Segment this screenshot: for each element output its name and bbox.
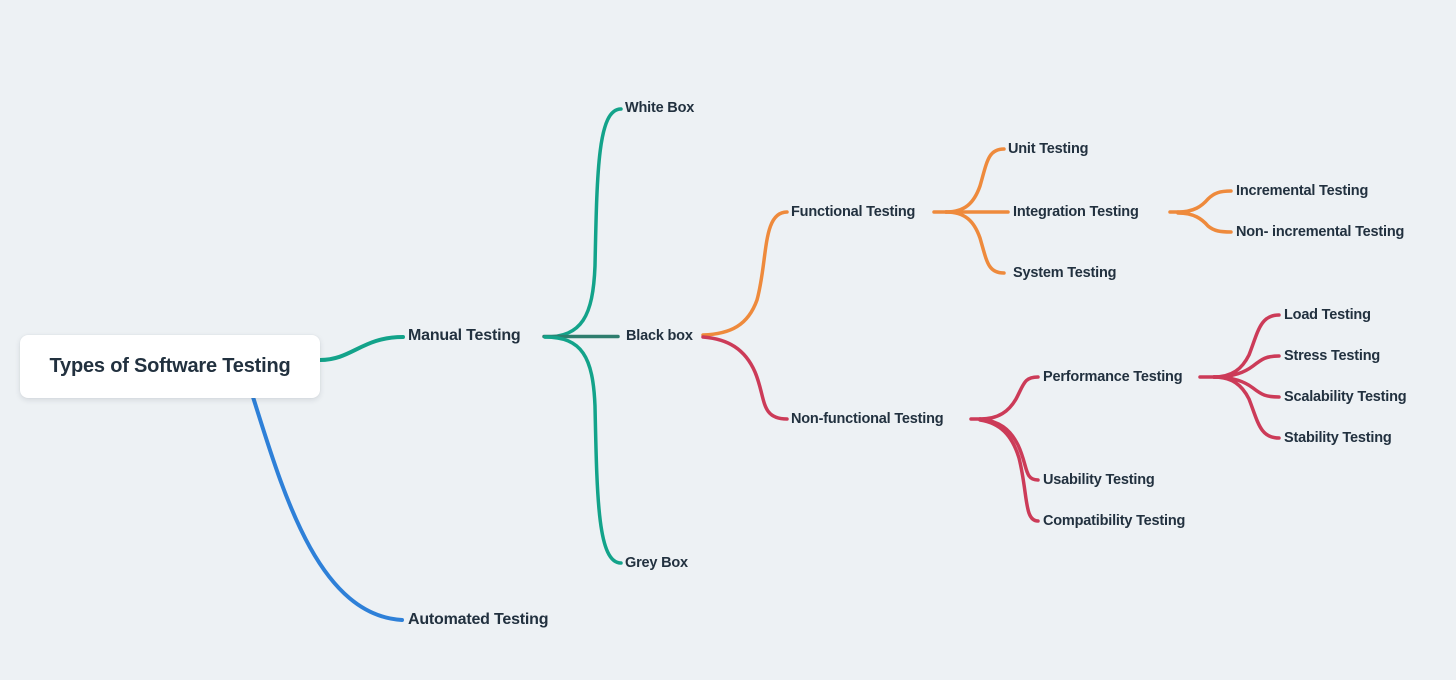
edge-functional-to-unit bbox=[944, 147, 1006, 214]
edge-non-functional-to-compatibility bbox=[978, 418, 1040, 523]
root-node-label: Types of Software Testing bbox=[49, 355, 291, 377]
node-load-testing[interactable]: Load Testing bbox=[1284, 307, 1371, 323]
node-automated-testing[interactable]: Automated Testing bbox=[408, 611, 549, 628]
edge-non-functional-to-performance bbox=[978, 375, 1040, 421]
edge-performance-to-load bbox=[1212, 313, 1281, 379]
node-system-testing[interactable]: System Testing bbox=[1013, 265, 1117, 281]
edge-functional-to-system bbox=[944, 210, 1006, 275]
edge-integration-to-incremental bbox=[1176, 189, 1233, 214]
node-functional-testing[interactable]: Functional Testing bbox=[791, 204, 916, 220]
node-stress-testing[interactable]: Stress Testing bbox=[1284, 348, 1381, 364]
node-black-box[interactable]: Black box bbox=[626, 328, 693, 344]
node-manual-testing[interactable]: Manual Testing bbox=[408, 327, 521, 344]
edge-non-functional-to-usability bbox=[978, 417, 1040, 482]
edge-root-to-automated-testing bbox=[251, 395, 404, 622]
edge-manual-to-grey-box bbox=[543, 335, 623, 565]
node-non-incremental-testing[interactable]: Non- incremental Testing bbox=[1236, 224, 1405, 240]
edge-performance-to-stress bbox=[1212, 354, 1281, 379]
edge-black-box-to-non-functional bbox=[701, 335, 789, 421]
node-usability-testing[interactable]: Usability Testing bbox=[1043, 472, 1155, 488]
node-performance-testing[interactable]: Performance Testing bbox=[1043, 369, 1183, 385]
edge-manual-to-white-box bbox=[543, 107, 623, 339]
edge-integration-to-non-incremental bbox=[1176, 211, 1233, 234]
edge-black-box-to-functional bbox=[701, 210, 789, 337]
node-unit-testing[interactable]: Unit Testing bbox=[1008, 141, 1089, 157]
node-integration-testing[interactable]: Integration Testing bbox=[1013, 204, 1139, 220]
node-stability-testing[interactable]: Stability Testing bbox=[1284, 430, 1392, 446]
edge-performance-to-stability bbox=[1212, 375, 1281, 440]
node-non-functional-testing[interactable]: Non-functional Testing bbox=[791, 411, 944, 427]
node-grey-box[interactable]: Grey Box bbox=[625, 555, 688, 571]
node-compatibility-testing[interactable]: Compatibility Testing bbox=[1043, 513, 1186, 529]
node-incremental-testing[interactable]: Incremental Testing bbox=[1236, 183, 1369, 199]
root-node[interactable]: Types of Software Testing bbox=[20, 335, 320, 398]
node-scalability-testing[interactable]: Scalability Testing bbox=[1284, 389, 1407, 405]
edge-root-to-manual-testing bbox=[318, 335, 405, 362]
node-white-box[interactable]: White Box bbox=[625, 100, 695, 116]
